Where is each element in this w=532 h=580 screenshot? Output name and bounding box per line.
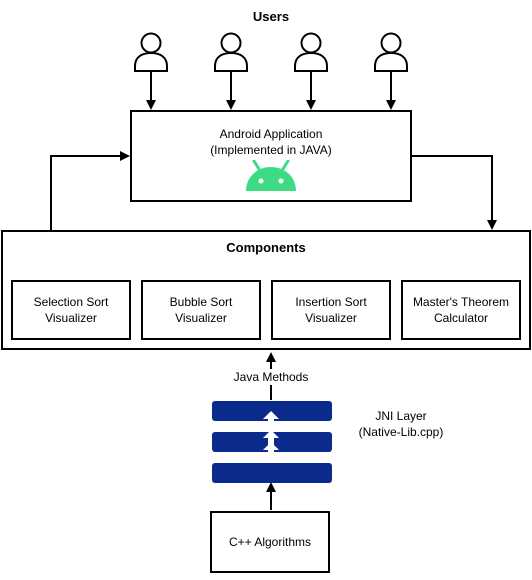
user-icon bbox=[134, 32, 168, 72]
user-icon bbox=[214, 32, 248, 72]
java-methods-label: Java Methods bbox=[221, 369, 321, 385]
component-label-line2: Calculator bbox=[433, 311, 489, 325]
app-to-components-arrow bbox=[412, 155, 497, 230]
component-label-line2: Visualizer bbox=[45, 311, 97, 325]
jni-layer-line2: (Native-Lib.cpp) bbox=[358, 425, 444, 439]
components-title: Components bbox=[226, 239, 306, 255]
component-label-line1: Insertion Sort bbox=[295, 295, 367, 309]
component-selection-sort: Selection Sort Visualizer bbox=[11, 280, 131, 340]
jni-layer-label: JNI Layer (Native-Lib.cpp) bbox=[346, 407, 456, 441]
android-app-box: Android Application (Implemented in JAVA… bbox=[130, 110, 412, 202]
user-icon bbox=[374, 32, 408, 72]
component-insertion-sort: Insertion Sort Visualizer bbox=[271, 280, 391, 340]
android-app-line2: (Implemented in JAVA) bbox=[210, 143, 332, 157]
user-icon bbox=[294, 32, 328, 72]
component-label-line2: Visualizer bbox=[175, 311, 227, 325]
component-label-line1: Selection Sort bbox=[33, 295, 109, 309]
component-bubble-sort: Bubble Sort Visualizer bbox=[141, 280, 261, 340]
android-app-label: Android Application (Implemented in JAVA… bbox=[132, 126, 410, 158]
android-logo-icon bbox=[246, 160, 296, 191]
cpp-algorithms-label: C++ Algorithms bbox=[228, 535, 312, 549]
users-title: Users bbox=[252, 8, 290, 24]
android-app-line1: Android Application bbox=[219, 127, 323, 141]
cpp-algorithms-box: C++ Algorithms bbox=[210, 511, 330, 573]
component-masters-theorem: Master's Theorem Calculator bbox=[401, 280, 521, 340]
component-label-line2: Visualizer bbox=[305, 311, 357, 325]
component-label-line1: Master's Theorem bbox=[412, 295, 510, 309]
jni-layer-stack-icon bbox=[212, 401, 332, 483]
component-label-line1: Bubble Sort bbox=[169, 295, 233, 309]
jni-layer-line1: JNI Layer bbox=[375, 409, 427, 423]
components-to-app-arrow bbox=[50, 151, 130, 230]
